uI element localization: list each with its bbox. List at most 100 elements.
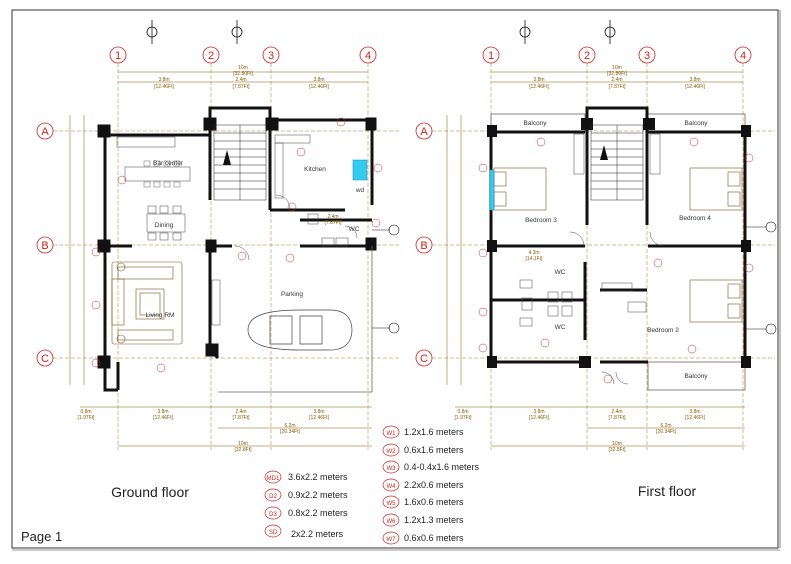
stair-arrow-icon [223,150,231,165]
legend-code: W6 [387,519,397,525]
legend-size: 2.2x0.6 meters [404,480,464,490]
dim-bay-ft: [12.46Ft] [154,84,174,90]
dining-table [146,205,186,241]
car-icon [247,309,353,351]
room-label-living: Living RM [146,312,175,319]
dim-bay-ft: [7.87Ft] [233,84,251,90]
window-tags [478,137,754,384]
dim-wc-width-ft: [7.87Ft] [325,220,343,226]
ground-floor-title: Ground floor [111,484,189,500]
dim-bottom: 10m [238,441,248,447]
legend-size: 0.9x2.2 meters [288,490,348,500]
washer-icon [352,159,368,181]
room-label-bar: Bar center [153,160,184,167]
living-sofa [111,261,183,345]
dim-bay-ft: [7.87Ft] [609,84,627,90]
grid-column-bubbles: 1 2 3 4 [109,46,377,64]
dim-bottom-ft: [20.34Ft] [656,429,676,435]
room-label-wc: WC [555,269,566,276]
grid-row-label: C [420,353,428,365]
legend-size: 0.6x1.6 meters [404,445,464,455]
grid-column-bubbles: 1 2 3 4 [482,46,752,64]
dim-bay: 2.4m [611,77,622,83]
sheet-border [11,9,779,549]
stair-arrow-icon [600,145,608,160]
legend-code: W1 [387,431,397,437]
dim-bottom-ft: [7.87Ft] [609,415,627,421]
dim-bottom-ft: [12.46Ft] [685,415,705,421]
dim-bottom-ft: [1.97Ft] [455,415,473,421]
room-label-bedroom-3: Bedroom 3 [525,217,557,224]
grid-row-bubbles: A B C [415,122,433,367]
grid-column-label: 1 [488,50,494,62]
dim-bay: 3.8m [158,77,169,83]
dim-bay-ft: [12.46Ft] [309,84,329,90]
legend-size: 0.4-0.4x1.6 meters [404,462,480,472]
wc-fixtures [519,279,573,327]
dim-overall: 10m [612,65,622,71]
dim-bottom: 3.8m [689,409,700,415]
dim-bottom-ft: [32.8Ft] [235,447,253,453]
legend-code: SD [269,530,278,536]
dim-bottom: 10m [612,441,622,447]
bottom-dimensions: 0.8m [1.97Ft] 3.8m [12.46Ft] 2.4m [7.87F… [78,406,372,453]
grid-column-label: 3 [268,50,274,62]
legend-code: D2 [269,494,277,500]
room-label-parking: Parking [281,291,303,298]
grid-row-label: B [420,240,427,252]
room-label-bedroom-4: Bedroom 4 [679,215,711,222]
room-label-balcony: Balcony [684,120,708,127]
grid-row-label: A [420,126,428,138]
legend-size: 1.2x1.6 meters [404,427,464,437]
dim-bottom: 3.8m [157,409,168,415]
stairs [213,124,267,201]
dim-overall-ft: [32.80Ft] [233,71,253,77]
ground-walls [103,106,374,392]
grid-row-bubbles: A B C [36,122,54,367]
room-label-balcony: Balcony [523,120,547,127]
dim-bottom: 6.2m [660,423,671,429]
room-label-wc: WC [555,324,566,331]
dim-overall-ft: [32.80Ft] [607,71,627,77]
legend-code: W3 [387,466,397,472]
room-label-wd: wd [355,187,365,194]
dim-bottom: 3.8m [533,409,544,415]
room-label-wc: WC [349,226,360,233]
dim-bay: 3.8m [533,77,544,83]
legend-size: 0.6x0.6 meters [404,533,464,543]
dim-bay-ft: [12.46Ft] [685,84,705,90]
north-marker [146,20,243,44]
legend-size: 0.8x2.2 meters [288,508,348,518]
dim-bay: 3.8m [313,77,324,83]
legend-size: 2x2.2 meters [291,529,344,539]
ground-floor-plan: 1 2 3 4 A B C 10m [32.80Ft] 3.8m [12.46F… [36,20,400,500]
grid-column-label: 3 [644,50,650,62]
dim-bay-ft: [12.46Ft] [529,84,549,90]
dim-bottom: 0.8m [457,409,468,415]
door-legend: MD1 3.6x2.2 meters D2 0.9x2.2 meters D3 … [264,470,348,539]
dim-overall: 10m [238,65,248,71]
window-legend: W1 1.2x1.6 meters W2 0.6x1.6 meters W3 0… [382,425,480,545]
page-label: Page 1 [21,529,62,544]
dim-bay: 3.8m [689,77,700,83]
dim-bottom-ft: [20.34Ft] [280,429,300,435]
dim-bottom-ft: [1.97Ft] [78,415,96,421]
dim-bottom-ft: [32.8Ft] [609,447,627,453]
dim-bottom-ft: [7.87Ft] [233,415,251,421]
kitchen-counter [116,134,311,199]
grid-column-label: 2 [584,50,590,62]
legend-code: D3 [269,512,277,518]
dim-bottom: 6.2m [284,423,295,429]
dim-bay: 2.4m [235,77,246,83]
legend-size: 1.6x0.6 meters [404,497,464,507]
dim-bottom-ft: [12.46Ft] [153,415,173,421]
dim-bottom-ft: [12.46Ft] [529,415,549,421]
dim-wc-width: 2.4m [327,214,338,220]
top-dimensions: 10m [32.80Ft] 3.8m [12.46Ft] 2.4m [7.87F… [118,65,368,90]
legend-code: W4 [387,484,397,490]
legend-code: W2 [387,449,397,455]
grid-row-label: B [41,240,48,252]
room-label-dining: Dining [155,222,174,229]
